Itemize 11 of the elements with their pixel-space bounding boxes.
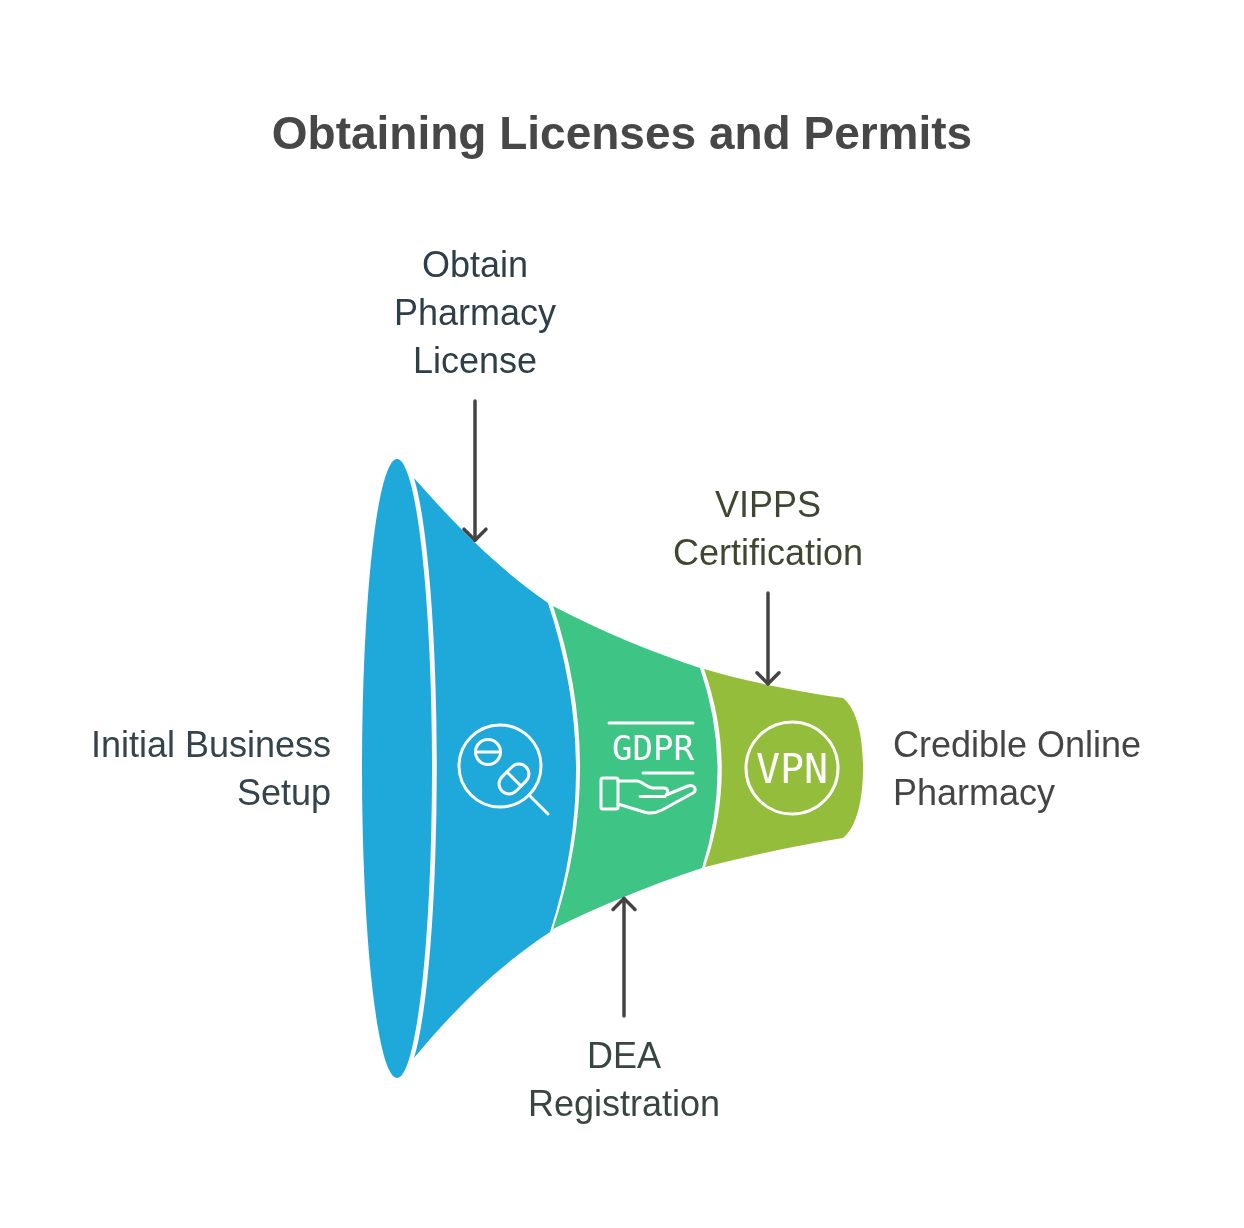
diagram-title: Obtaining Licenses and Permits (270, 106, 974, 161)
step-label: Obtain Pharmacy License (392, 241, 558, 385)
step-label: VIPPS Certification (671, 481, 865, 577)
step-label: DEA Registration (526, 1032, 722, 1128)
stage-label: Credible Online Pharmacy (893, 723, 1143, 815)
arrow (611, 896, 637, 1018)
acronym-text: GDPR (612, 731, 695, 765)
arrow (755, 591, 781, 686)
acronym-text: VPN (754, 749, 830, 789)
stage-label: Initial Business Setup (89, 723, 331, 815)
arrow (462, 399, 488, 542)
